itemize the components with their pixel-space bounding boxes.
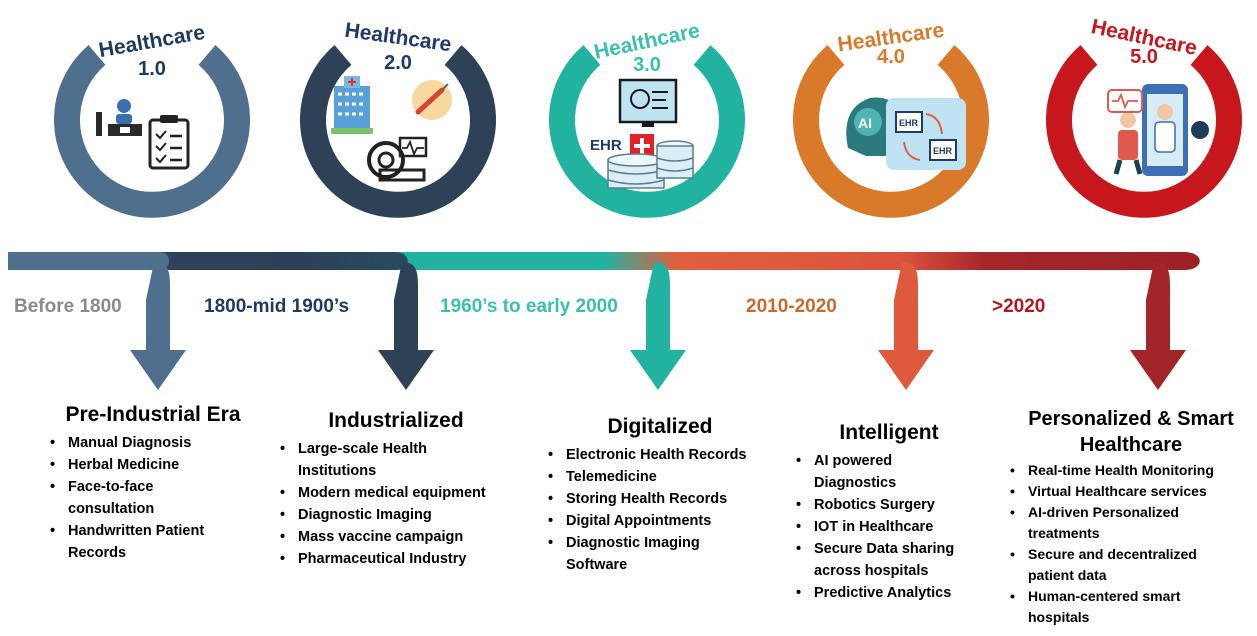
list-item: Robotics Surgery bbox=[794, 494, 984, 516]
list-item: Predictive Analytics bbox=[794, 582, 984, 604]
stage-list-h5: Real-time Health Monitoring Virtual Heal… bbox=[1008, 460, 1254, 628]
stage-list-h3: Electronic Health Records Telemedicine S… bbox=[546, 444, 774, 576]
computer-monitor-icon bbox=[618, 78, 678, 127]
stage-list-h2: Large-scale Health Institutions Modern m… bbox=[278, 438, 514, 570]
arrow-h2 bbox=[378, 262, 434, 390]
stage-title-h1: Pre-Industrial Era bbox=[65, 403, 241, 426]
stage-h1: Pre-Industrial Era Manual Diagnosis Herb… bbox=[48, 402, 258, 564]
mri-scanner-icon bbox=[367, 136, 428, 182]
ring-h5 bbox=[1046, 45, 1242, 218]
ehr-record-icon: EHR bbox=[588, 128, 668, 158]
list-item: Mass vaccine campaign bbox=[278, 526, 514, 548]
list-item: Telemedicine bbox=[546, 466, 774, 488]
list-item: Pharmaceutical Industry bbox=[278, 548, 514, 570]
stage-h5: Personalized & Smart Healthcare Real-tim… bbox=[1008, 406, 1254, 628]
stage-list-h4: AI powered Diagnostics Robotics Surgery … bbox=[794, 450, 984, 604]
ehr-label-b: EHR bbox=[933, 146, 953, 156]
timeline-band bbox=[8, 252, 1200, 270]
list-item: Storing Health Records bbox=[546, 488, 774, 510]
period-h1: Before 1800 bbox=[14, 296, 122, 317]
list-item: IOT in Healthcare bbox=[794, 516, 984, 538]
list-item: Diagnostic Imaging bbox=[278, 504, 514, 526]
period-h3: 1960’s to early 2000 bbox=[440, 296, 618, 317]
stage-list-h1: Manual Diagnosis Herbal Medicine Face-to… bbox=[48, 432, 258, 564]
list-item: Secure Data sharing across hospitals bbox=[794, 538, 974, 582]
stage-h2: Industrialized Large-scale Health Instit… bbox=[278, 408, 514, 570]
stage-h3: Digitalized Electronic Health Records Te… bbox=[546, 414, 774, 576]
ring-h2 bbox=[300, 45, 496, 218]
ring-version-h3: 3.0 bbox=[633, 54, 661, 76]
arrow-h4 bbox=[878, 262, 934, 390]
arrow-h5 bbox=[1130, 262, 1186, 390]
ring-version-h5: 5.0 bbox=[1130, 46, 1158, 68]
ring-version-h2: 2.0 bbox=[384, 52, 412, 74]
period-h2: 1800-mid 1900’s bbox=[204, 296, 350, 317]
list-item: Large-scale Health Institutions bbox=[278, 438, 468, 482]
list-item: Digital Appointments bbox=[546, 510, 774, 532]
ring-h1 bbox=[54, 45, 250, 218]
ehr-exchange-icon: EHR EHR bbox=[886, 98, 966, 170]
list-item: Manual Diagnosis bbox=[48, 432, 258, 454]
hospital-building-icon bbox=[331, 76, 373, 134]
list-item: Secure and decentralized patient data bbox=[1008, 544, 1238, 586]
ehr-label: EHR bbox=[590, 137, 622, 154]
ai-label: AI bbox=[858, 115, 872, 131]
list-item: Face-to-face consultation bbox=[48, 476, 208, 520]
arrow-h1 bbox=[130, 262, 186, 390]
smartphone-doctor-icon bbox=[1142, 84, 1209, 176]
ring-version-h1: 1.0 bbox=[138, 58, 166, 80]
stage-title-h2: Industrialized bbox=[328, 409, 464, 432]
period-h4: 2010-2020 bbox=[746, 296, 837, 317]
stage-h4: Intelligent AI powered Diagnostics Robot… bbox=[794, 420, 984, 604]
arrow-h3 bbox=[630, 262, 686, 390]
database-icon bbox=[607, 140, 694, 189]
list-item: AI powered Diagnostics bbox=[794, 450, 934, 494]
list-item: Virtual Healthcare services bbox=[1008, 481, 1254, 502]
clipboard-checklist-icon bbox=[148, 115, 190, 170]
list-item: Real-time Health Monitoring bbox=[1008, 460, 1254, 481]
patient-monitoring-icon bbox=[1107, 89, 1143, 175]
list-item: Human-centered smart hospitals bbox=[1008, 586, 1228, 628]
vaccine-syringe-icon bbox=[412, 80, 452, 120]
doctor-desk-icon bbox=[96, 99, 142, 136]
list-item: Modern medical equipment bbox=[278, 482, 514, 504]
list-item: Handwritten Patient Records bbox=[48, 520, 248, 564]
list-item: Diagnostic Imaging Software bbox=[546, 532, 726, 576]
list-item: Electronic Health Records bbox=[546, 444, 774, 466]
period-h5: >2020 bbox=[992, 296, 1046, 317]
ring-h4 bbox=[793, 45, 989, 218]
ring-h3 bbox=[549, 45, 745, 218]
ring-version-h4: 4.0 bbox=[877, 46, 905, 68]
list-item: Herbal Medicine bbox=[48, 454, 258, 476]
stage-title-h3: Digitalized bbox=[607, 415, 713, 438]
stage-title-h4: Intelligent bbox=[839, 421, 939, 444]
ehr-label-a: EHR bbox=[899, 118, 919, 128]
stage-title-h5: Personalized & Smart Healthcare bbox=[1028, 408, 1234, 456]
list-item: AI-driven Personalized treatments bbox=[1008, 502, 1228, 544]
